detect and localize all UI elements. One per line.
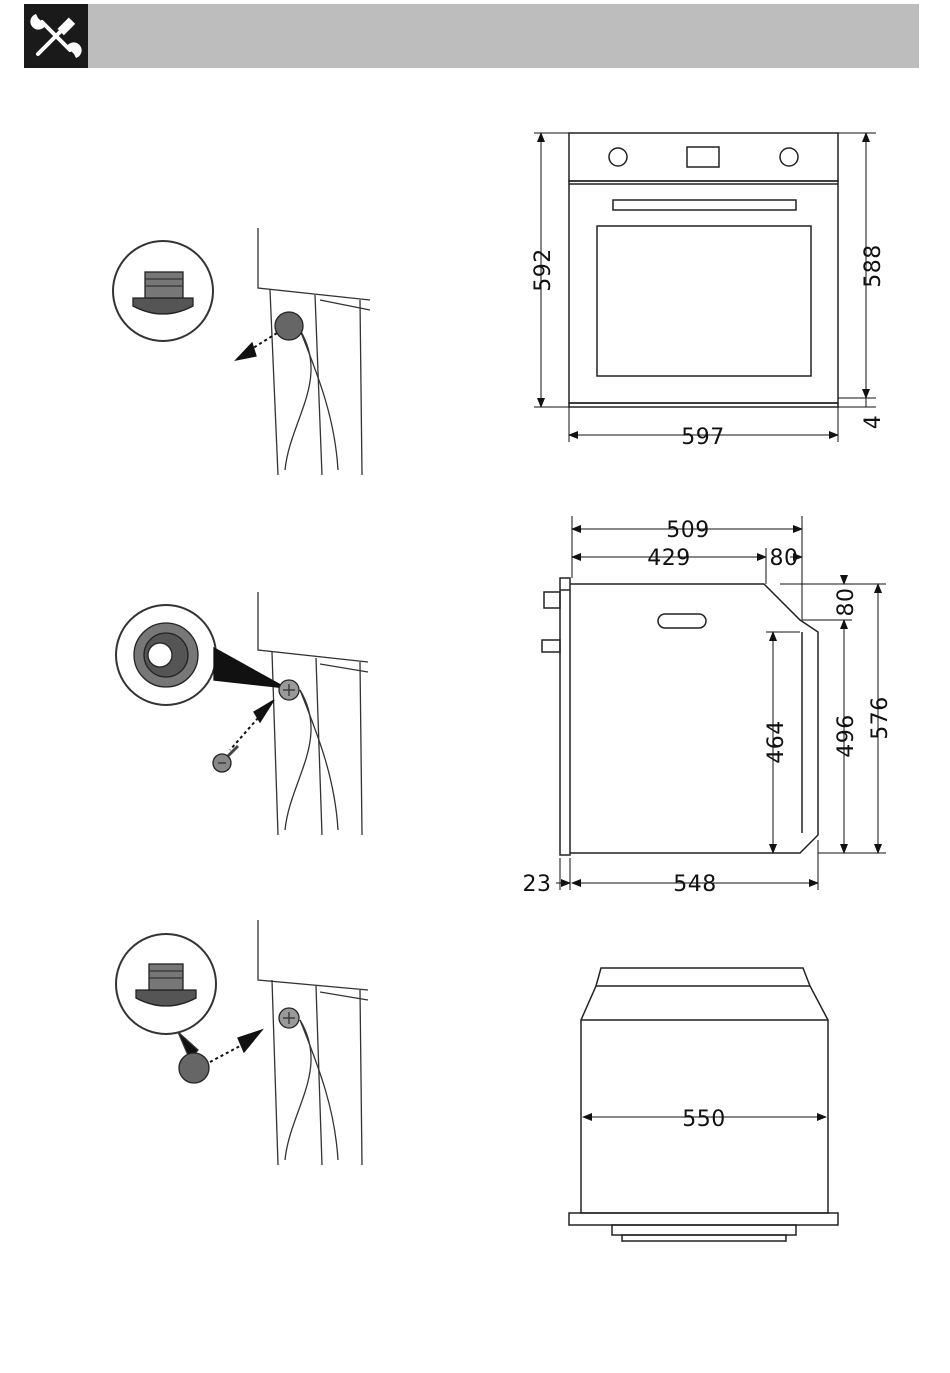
dim-side-depth-rear: 80 bbox=[770, 546, 799, 571]
step-replace-cap-figure bbox=[116, 920, 368, 1165]
dim-side-cavity-height: 464 bbox=[764, 720, 789, 764]
step-remove-cap-figure bbox=[113, 228, 370, 475]
top-view-drawing: 550 bbox=[569, 968, 838, 1241]
dim-front-foot: 4 bbox=[861, 415, 886, 430]
dim-front-height-total: 592 bbox=[531, 248, 556, 292]
side-view-drawing: 509 429 80 80 464 496 576 23 548 bbox=[523, 516, 894, 897]
dim-side-depth-total: 509 bbox=[666, 518, 710, 543]
dim-front-height-body: 588 bbox=[861, 244, 886, 288]
dim-side-rear-height: 496 bbox=[834, 714, 859, 758]
dim-side-front-protrusion: 23 bbox=[523, 872, 552, 897]
dim-side-rear-drop: 80 bbox=[834, 588, 859, 617]
dim-side-bottom-depth: 548 bbox=[673, 872, 717, 897]
dim-side-depth-body: 429 bbox=[647, 546, 691, 571]
dim-side-total-height: 576 bbox=[868, 696, 893, 740]
dim-front-width: 597 bbox=[681, 425, 725, 450]
step-insert-screw-figure bbox=[116, 592, 368, 835]
front-view-drawing: 592 588 4 597 bbox=[531, 133, 886, 450]
dim-top-width: 550 bbox=[682, 1107, 726, 1132]
